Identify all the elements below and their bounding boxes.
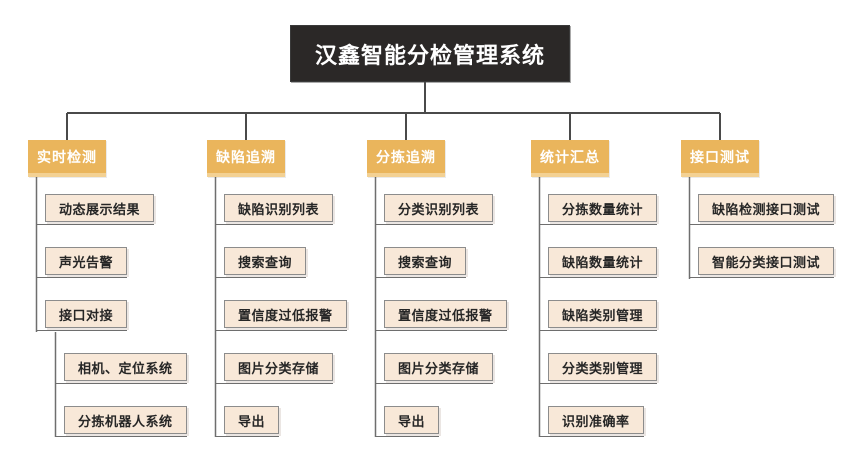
- branch-header-api-test: 接口测试: [681, 140, 759, 177]
- tree-node-row: 置信度过低报警: [375, 300, 507, 331]
- branch-header-statistics: 统计汇总: [531, 140, 609, 177]
- tree-node-row: 图片分类存储: [215, 353, 334, 384]
- tree-node-row: 缺陷识别列表: [215, 194, 334, 225]
- tree-node-row: 图片分类存储: [375, 353, 494, 384]
- tree-node: 缺陷数量统计: [548, 247, 658, 275]
- tree-node: 置信度过低报警: [224, 300, 347, 328]
- tree-node: 分拣数量统计: [548, 194, 658, 222]
- tree-node-row: 分类识别列表: [375, 194, 494, 225]
- tree-node: 图片分类存储: [384, 353, 494, 381]
- tree-node-row: 搜索查询: [215, 247, 307, 278]
- tree-node-row: 分拣数量统计: [539, 194, 658, 225]
- tree-node: 动态展示结果: [45, 194, 155, 222]
- tree-node-row: 导出: [375, 406, 440, 437]
- tree-node-row: 置信度过低报警: [215, 300, 347, 331]
- branch-header-sorting-trace: 分拣追溯: [367, 140, 445, 177]
- tree-node-row: 识别准确率: [539, 406, 644, 437]
- tree-node: 缺陷检测接口测试: [698, 194, 835, 222]
- tree-node: 导出: [224, 406, 280, 434]
- branch-header-defect-trace: 缺陷追溯: [207, 140, 285, 177]
- tree-node: 搜索查询: [384, 247, 467, 275]
- tree-node: 声光告警: [45, 247, 128, 275]
- tree-node: 分类识别列表: [384, 194, 494, 222]
- tree-node: 分类类别管理: [548, 353, 658, 381]
- branch-header-realtime-detection: 实时检测: [28, 140, 106, 177]
- tree-node-row: 搜索查询: [375, 247, 467, 278]
- sub-tree-node: 相机、定位系统: [64, 353, 187, 381]
- tree-node: 搜索查询: [224, 247, 307, 275]
- tree-node-row: 导出: [215, 406, 280, 437]
- sub-tree-node-row: 相机、定位系统: [55, 353, 187, 384]
- tree-node-row: 智能分类接口测试: [689, 247, 835, 278]
- tree-node: 缺陷类别管理: [548, 300, 658, 328]
- tree-node-row: 缺陷数量统计: [539, 247, 658, 278]
- tree-node: 识别准确率: [548, 406, 644, 434]
- tree-node-row: 动态展示结果: [36, 194, 155, 225]
- tree-node: 智能分类接口测试: [698, 247, 835, 275]
- tree-node: 接口对接: [45, 300, 128, 328]
- tree-node-row: 分类类别管理: [539, 353, 658, 384]
- sub-tree-node: 分拣机器人系统: [64, 406, 187, 434]
- tree-node: 置信度过低报警: [384, 300, 507, 328]
- tree-node-row: 声光告警: [36, 247, 128, 278]
- tree-node: 缺陷识别列表: [224, 194, 334, 222]
- tree-node-row: 缺陷类别管理: [539, 300, 658, 331]
- tree-node-row: 接口对接: [36, 300, 128, 331]
- root-node-title: 汉鑫智能分检管理系统: [290, 25, 570, 82]
- sub-tree-node-row: 分拣机器人系统: [55, 406, 187, 437]
- tree-node-row: 缺陷检测接口测试: [689, 194, 835, 225]
- tree-node: 图片分类存储: [224, 353, 334, 381]
- tree-node: 导出: [384, 406, 440, 434]
